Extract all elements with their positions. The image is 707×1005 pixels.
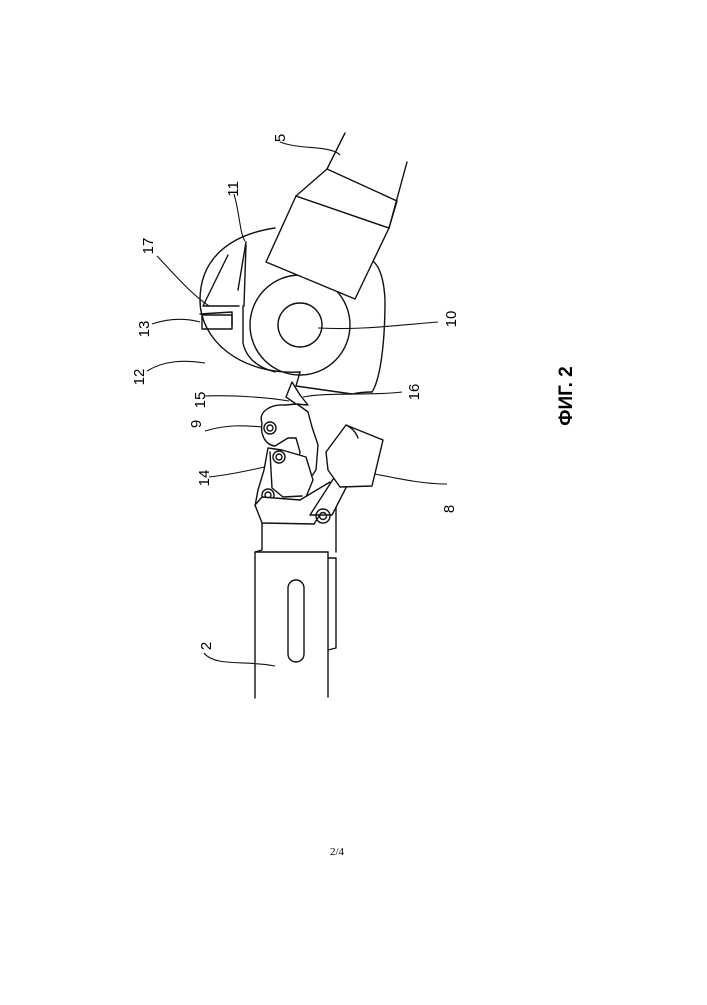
arm-5 [266,133,407,299]
label-5: 5 [272,134,289,142]
label-16: 16 [406,384,423,401]
label-17: 17 [140,238,157,255]
label-10: 10 [443,311,460,328]
slot-17 [200,245,275,372]
label-8: 8 [441,505,458,513]
label-13: 13 [136,321,153,338]
label-9: 9 [188,420,205,428]
label-14: 14 [196,470,213,487]
label-12: 12 [131,369,148,386]
page-number: 2/4 [322,846,352,858]
label-11: 11 [225,181,242,197]
label-2: 2 [198,642,215,650]
label-15: 15 [192,392,209,409]
figure-caption: ФИГ. 2 [556,366,577,425]
bar-slot [288,580,304,662]
